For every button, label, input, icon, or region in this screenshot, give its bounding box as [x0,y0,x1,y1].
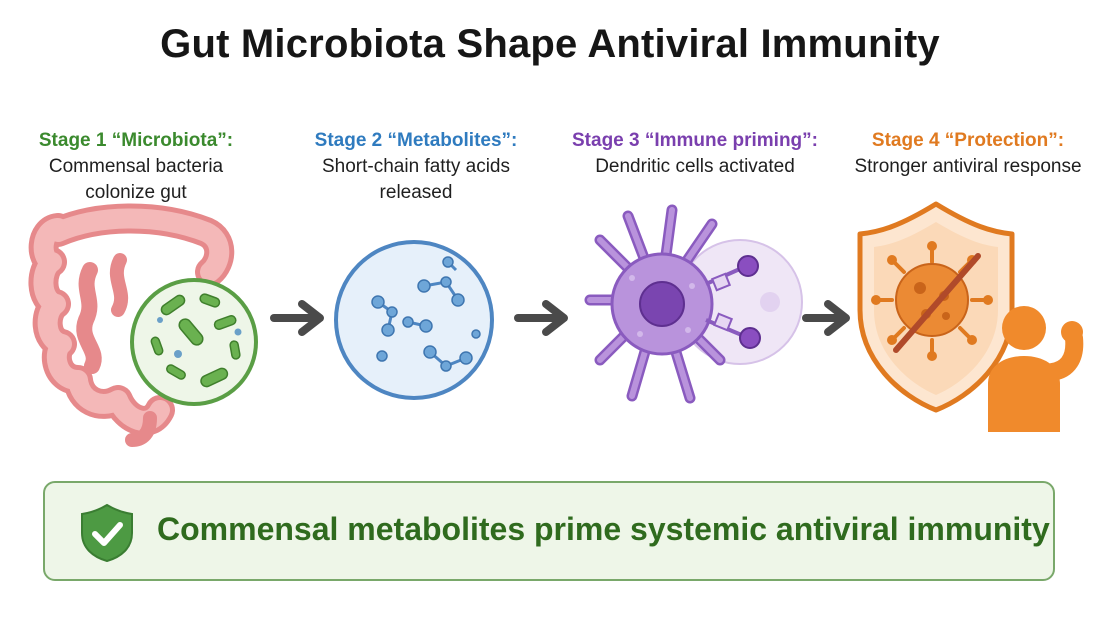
bacteria-magnifier-icon [130,278,258,406]
stage-2-description: Short-chain fatty acids released [322,156,510,203]
arrow-1-icon [270,300,324,336]
stage-3-description: Dendritic cells activated [595,156,795,177]
stage-3-heading: Stage 3 “Immune priming”: [572,130,818,151]
gut-intestine-icon [28,203,235,447]
stage-2-heading: Stage 2 “Metabolites”: [314,130,518,151]
stage-4-description: Stronger antiviral response [854,156,1082,177]
summary-text: Commensal metabolites prime systemic ant… [157,511,1050,547]
stage-3-label: Stage 3 “Immune priming”: Dendritic cell… [555,128,835,180]
summary-banner: Commensal metabolites prime systemic ant… [43,481,1055,581]
stage-1-label: Stage 1 “Microbiota”: Commensal bacteria… [16,128,256,206]
person-flexing-icon [988,306,1084,432]
stage-1-heading: Stage 1 “Microbiota”: [38,130,234,151]
dendritic-cell-icon [584,204,803,404]
shield-virus-icon [857,201,1015,413]
stage-4-label: Stage 4 “Protection”: Stronger antiviral… [848,128,1088,180]
diagram-title: Gut Microbiota Shape Antiviral Immunity [160,22,940,66]
stage-2-label: Stage 2 “Metabolites”: Short-chain fatty… [296,128,536,206]
arrow-2-icon [514,300,568,336]
diagram-artwork [28,201,1084,447]
arrow-3-icon [802,300,850,336]
stage-1-description: Commensal bacteria colonize gut [48,156,224,203]
stage-4-heading: Stage 4 “Protection”: [871,130,1065,151]
check-shield-icon [81,503,133,563]
molecules-icon [334,240,494,400]
